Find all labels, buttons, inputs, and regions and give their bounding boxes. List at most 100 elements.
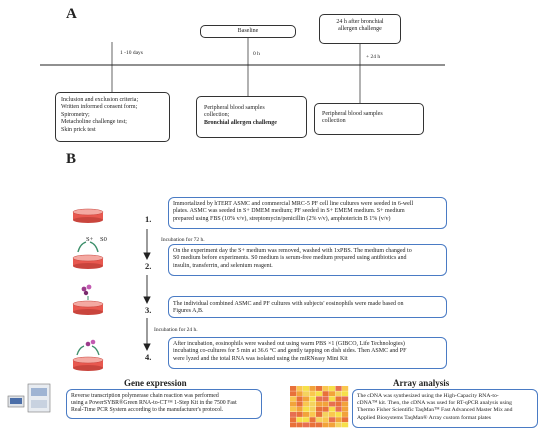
heatmap-cell [329,396,336,402]
heatmap-cell [309,391,316,397]
heatmap-cell [335,412,342,417]
heatmap-cell [290,386,297,391]
heatmap-cell [290,401,297,407]
heatmap-cell [329,422,336,428]
heatmap-cell [329,406,336,412]
heatmap-cell [303,422,310,428]
heatmap-cell [290,417,297,423]
heatmap-cell [309,401,316,407]
gene-expression-box: Reverse transcription polymerase chain r… [66,389,262,419]
post-challenge-sampling-box: Peripheral blood samples collection [314,103,424,135]
heatmap-cell [335,417,342,423]
step-4-box: After incubation, eosinophils were washe… [168,337,447,369]
heatmap-cell [296,417,303,423]
heatmap-cell [316,406,323,412]
array-analysis-box: The cDNA was synthesized using the High-… [352,389,538,428]
culture-dish-4 [72,339,104,371]
step-3-number: 3. [145,305,152,315]
heatmap-cell [296,412,303,417]
heatmap-cell [329,417,336,423]
heatmap-cell [335,422,342,428]
heatmap-cell [309,412,316,417]
heatmap-cell [329,391,336,397]
heatmap-cell [290,396,297,402]
timeline-plus24-label: + 24 h [366,54,381,60]
heatmap-cell [303,401,310,407]
heatmap-cell [303,417,310,423]
heatmap-cell [342,417,349,423]
heatmap-cell [303,386,310,391]
heatmap-cell [329,386,336,391]
heatmap-cell [296,401,303,407]
inclusion-criteria-box: Inclusion and exclusion criteria; Writte… [55,92,170,142]
heatmap-cell [290,412,297,417]
heatmap-cell [335,386,342,391]
heatmap-cell [296,406,303,412]
array-analysis-title: Array analysis [393,378,450,388]
step-1-number: 1. [145,214,152,224]
heatmap-cell [316,412,323,417]
heatmap-cell [335,396,342,402]
heatmap-cell [322,401,329,407]
heatmap-cell [322,422,329,428]
heatmap-cell [296,422,303,428]
heatmap-cell [342,386,349,391]
timeline-days-label: 1 -10 days [120,50,143,56]
heatmap-cell [303,391,310,397]
heatmap-cell [342,422,349,428]
heatmap-cell [309,386,316,391]
challenge-24h-box: 24 h after bronchial allergen challenge [319,14,401,44]
heatmap-cell [309,417,316,423]
heatmap-cell [342,412,349,417]
heatmap-cell [329,412,336,417]
incubation-72h-label: Incubation for 72 h. [161,237,205,243]
heatmap-cell [309,422,316,428]
heatmap-cell [309,396,316,402]
heatmap-cell [290,422,297,428]
s-zero-label: S0 [100,236,107,243]
heatmap-cell [290,391,297,397]
incubation-24h-label: Incubation for 24 h. [154,327,198,333]
heatmap-cell [322,417,329,423]
step-2-number: 2. [145,261,152,271]
heatmap-cell [322,412,329,417]
timeline-zero-label: 0 h [253,51,260,57]
pcr-machine-icon [7,383,51,413]
heatmap-cell [342,406,349,412]
s-plus-label: S+ [86,236,94,243]
heatmap-cell [316,401,323,407]
heatmap-cell [296,391,303,397]
heatmap-cell [290,406,297,412]
heatmap-cell [303,412,310,417]
heatmap-cell [342,396,349,402]
culture-dish-1 [72,208,104,223]
heatmap-cell [322,396,329,402]
panel-a-label: A [66,6,77,22]
step-1-box: Immortalized by hTERT ASMC and commercia… [168,197,447,229]
heatmap-cell [303,396,310,402]
heatmap-cell [342,391,349,397]
step-arrows [143,229,151,352]
heatmap-cell [296,396,303,402]
baseline-sampling-box: Peripheral blood samples collection; Bro… [196,96,307,138]
step-2-box: On the experiment day the S+ medium was … [168,244,447,276]
heatmap-cell [296,386,303,391]
heatmap-cell [316,396,323,402]
heatmap-cell [329,401,336,407]
gene-expression-title: Gene expression [124,378,187,388]
step-4-number: 4. [145,352,152,362]
heatmap-cell [316,417,323,423]
heatmap-cell [335,406,342,412]
heatmap-cell [322,391,329,397]
heatmap-cell [303,406,310,412]
heatmap-cell [335,391,342,397]
array-heatmap [290,386,349,428]
culture-dish-3 [72,284,104,315]
heatmap-cell [316,391,323,397]
heatmap-cell [316,386,323,391]
heatmap-cell [309,406,316,412]
heatmap-cell [342,401,349,407]
culture-dish-2 [72,241,104,269]
baseline-box: Baseline [200,25,296,38]
heatmap-cell [322,406,329,412]
